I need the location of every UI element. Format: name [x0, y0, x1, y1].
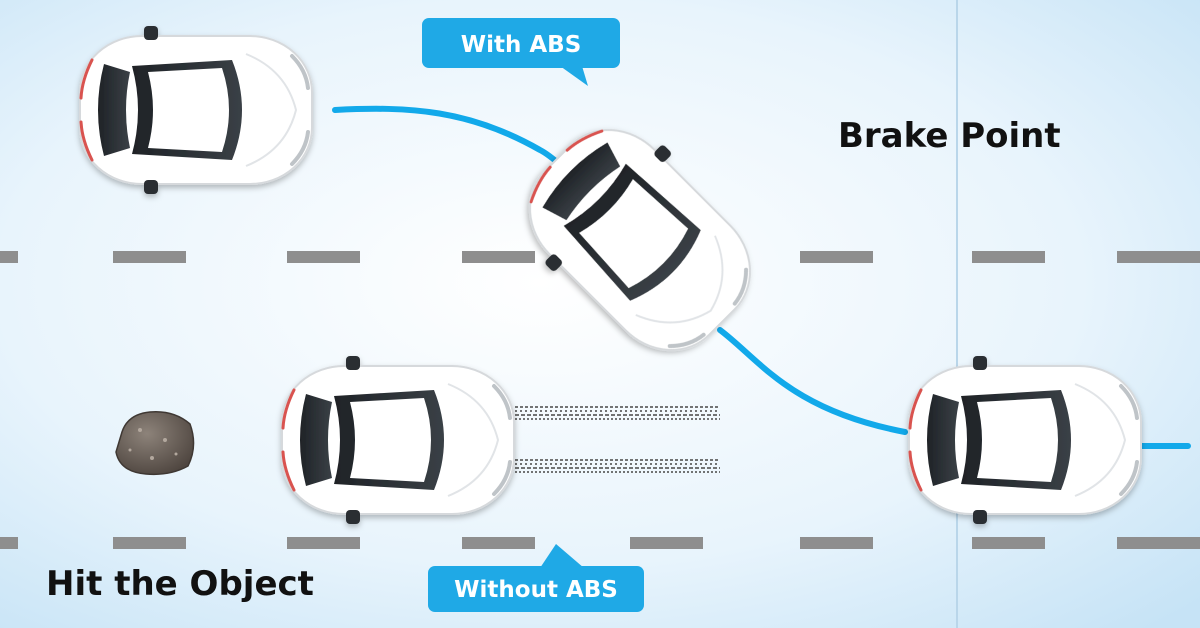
car-icon-start	[78, 24, 314, 196]
hit-object-label: Hit the Object	[46, 564, 314, 604]
rock-icon	[115, 411, 195, 476]
car-icon-skidding	[280, 354, 516, 526]
with-abs-label: With ABS	[461, 32, 582, 58]
skid-mark-icon	[515, 406, 720, 473]
without-abs-bubble: Without ABS	[428, 544, 644, 612]
brake-point-label: Brake Point	[838, 116, 1061, 156]
lane-divider-lower	[0, 537, 1200, 549]
with-abs-bubble: With ABS	[422, 18, 620, 86]
lane-divider-upper	[0, 251, 1200, 263]
without-abs-label: Without ABS	[454, 577, 618, 603]
car-icon-braking	[907, 354, 1143, 526]
